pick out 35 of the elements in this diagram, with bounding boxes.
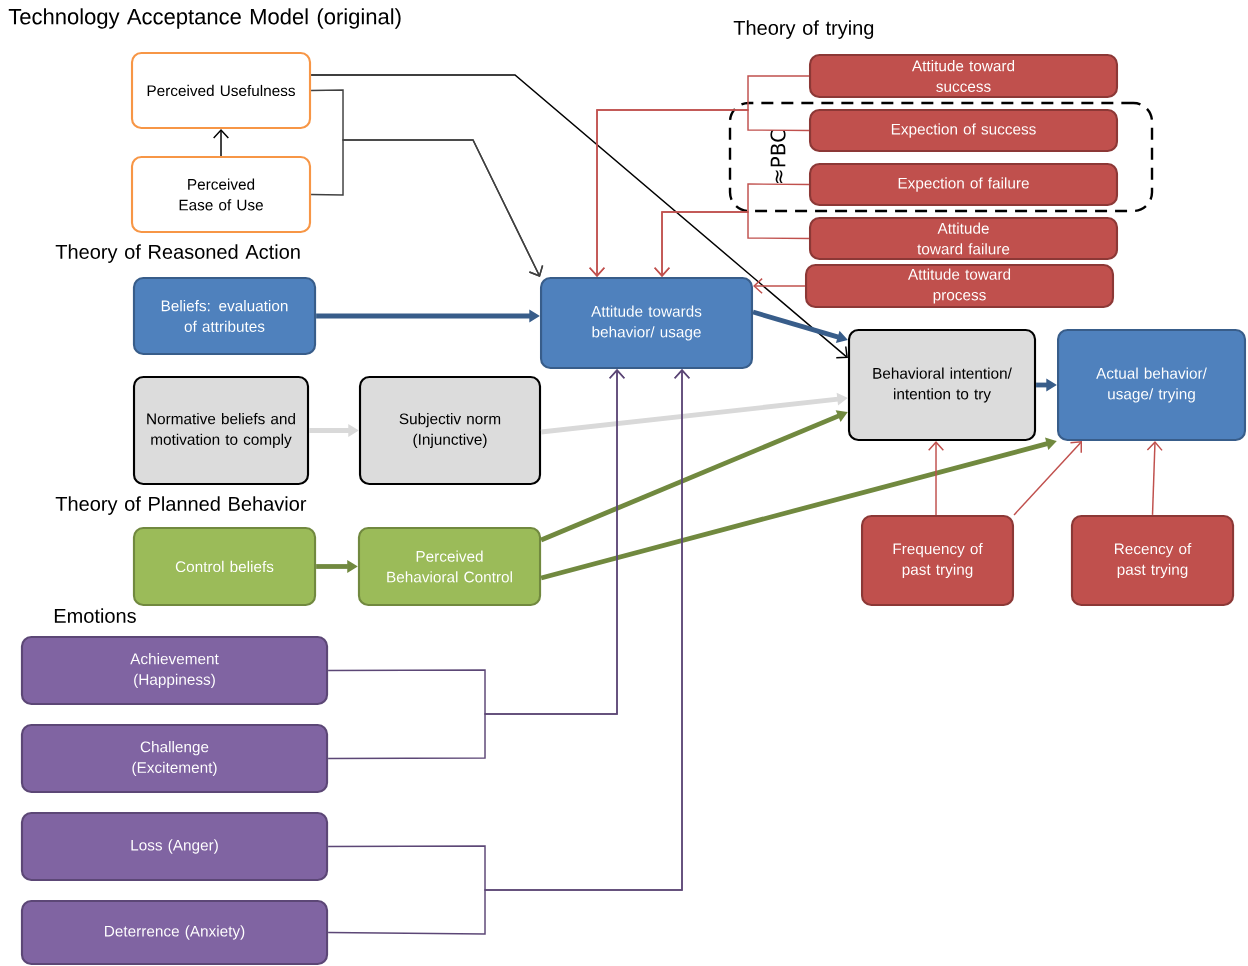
- arrow: [310, 139, 544, 277]
- process-box: Recency of past trying: [1070, 514, 1235, 607]
- process-box: Attitude toward failure: [808, 216, 1119, 261]
- section-heading: Technology Acceptance Model (original): [8, 8, 401, 29]
- section-heading: Emotions: [54, 608, 136, 623]
- process-box: Attitude towards behavior/ usage: [540, 276, 754, 370]
- process-box: Attitude toward process: [804, 263, 1115, 309]
- process-box: Actual behavior/ usage/ trying: [1056, 328, 1247, 442]
- process-box: Subjectiv norm (Injunctive): [358, 375, 542, 486]
- arrow: [1013, 441, 1082, 516]
- process-box: Perceived Ease of Use: [130, 155, 312, 234]
- process-box: Perceived Behavioral Control: [357, 526, 542, 607]
- process-box: Attitude toward success: [808, 53, 1119, 99]
- process-box: Loss (Anger): [20, 811, 329, 882]
- process-box: Normative beliefs and motivation to comply: [132, 375, 310, 486]
- process-box: Expection of failure: [808, 162, 1119, 207]
- process-box: Achievement (Happiness): [20, 635, 329, 706]
- process-box: Behavioral intention/ intention to try: [847, 328, 1037, 442]
- section-heading: Theory of Reasoned Action: [55, 244, 300, 263]
- arrow: [653, 211, 810, 277]
- process-box: Perceived Usefulness: [130, 51, 312, 130]
- section-heading: Theory of trying: [733, 20, 874, 39]
- arrow: [1146, 441, 1163, 516]
- process-box: Frequency of past trying: [860, 514, 1015, 607]
- arrow: [310, 74, 848, 359]
- process-box: Expection of success: [808, 108, 1119, 153]
- section-heading: Theory of Planned Behavior: [55, 496, 307, 515]
- process-box: Beliefs: evaluation of attributes: [132, 276, 317, 356]
- arrow: [212, 129, 230, 157]
- arrow: [753, 277, 806, 295]
- arrow: [927, 441, 945, 516]
- process-box: Challenge (Excitement): [20, 723, 329, 794]
- arrow: [588, 109, 810, 277]
- process-box: Deterrence (Anxiety): [20, 899, 329, 966]
- process-box: Control beliefs: [132, 526, 317, 607]
